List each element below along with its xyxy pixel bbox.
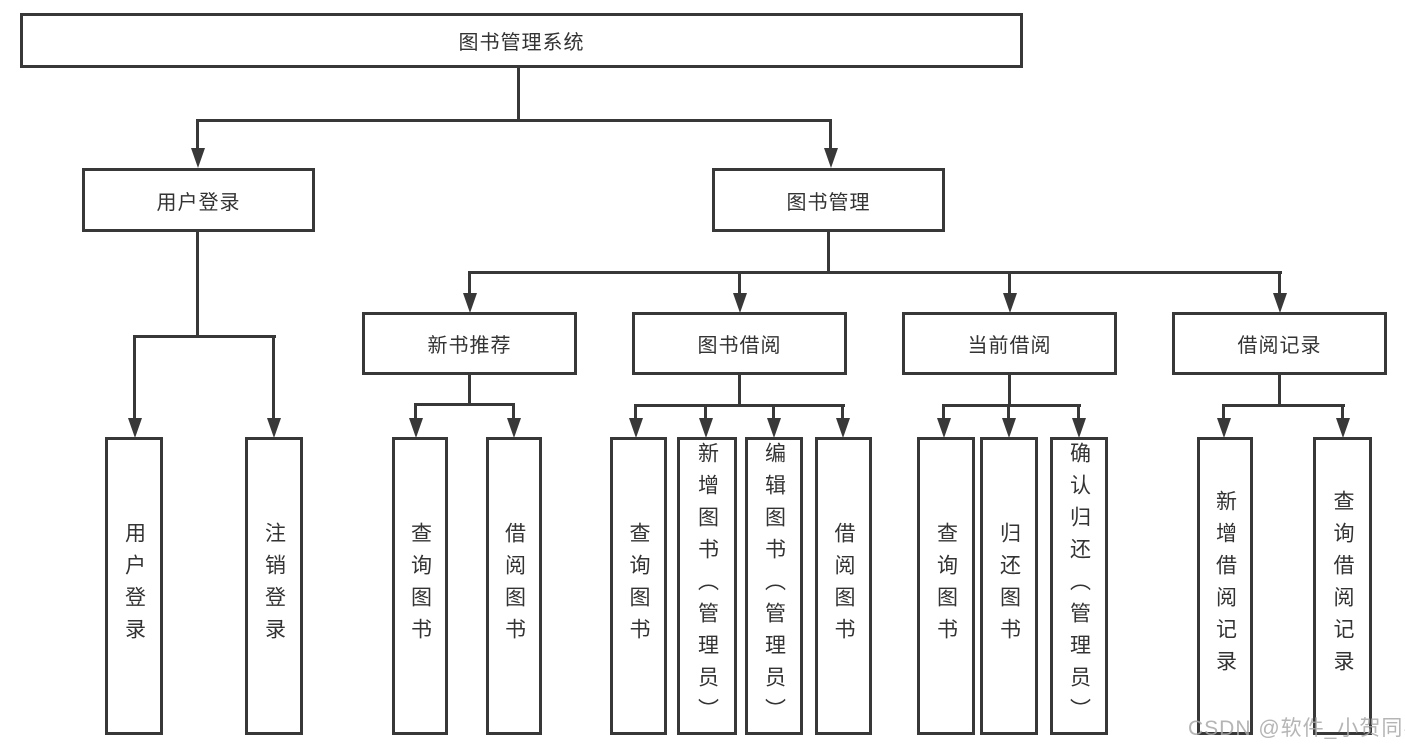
connector-leaf-login-drop [133, 335, 136, 421]
arrowhead-bw-leaf1 [629, 418, 643, 438]
arrowhead-leaf-logout [267, 418, 281, 438]
node-label: 图书管理 [786, 191, 871, 214]
arrowhead-bw-leaf4 [836, 418, 850, 438]
connector-root-stem [517, 68, 520, 121]
connector-login-stem [196, 232, 199, 338]
connector-records-drop [1278, 271, 1281, 296]
node-library-management-system: 图书管理系统 [20, 13, 1023, 68]
leaf-add-borrow-record: 新增借阅记录 [1197, 437, 1253, 735]
connector-newbook-hbar [414, 403, 515, 406]
connector-records-stem [1278, 375, 1281, 406]
node-book-borrowing: 图书借阅 [632, 312, 847, 375]
leaf-borrow-books-recommend: 借阅图书 [486, 437, 542, 735]
leaf-label: 用户登录 [122, 522, 146, 650]
connector-bw-leaf3-drop [772, 404, 775, 421]
connector-book-mgmt-drop [829, 119, 832, 152]
node-label: 图书借阅 [697, 335, 782, 357]
connector-leaf-logout-drop [272, 335, 275, 421]
arrowhead-nb-leaf1 [409, 418, 423, 438]
node-label: 借阅记录 [1237, 335, 1322, 357]
node-borrowing-records: 借阅记录 [1172, 312, 1387, 375]
node-label: 当前借阅 [967, 335, 1052, 357]
node-user-login: 用户登录 [82, 168, 315, 232]
leaf-label: 查询借阅记录 [1331, 490, 1354, 682]
leaf-label: 查询图书 [408, 522, 432, 650]
leaf-label: 新增图书（管理员） [695, 442, 719, 730]
connector-cu-leaf2-drop [1007, 404, 1010, 421]
connector-bw-leaf2-drop [704, 404, 707, 421]
connector-newbook-drop [468, 271, 471, 296]
connector-root-hbar [196, 119, 832, 122]
connector-cu-leaf1-drop [942, 404, 945, 421]
arrowhead-user-login [191, 148, 205, 168]
leaf-label: 借阅图书 [832, 522, 855, 650]
connector-bw-leaf1-drop [634, 404, 637, 421]
connector-borrowing-hbar [634, 404, 845, 407]
watermark-text: CSDN @软件_小贺同学 [1188, 717, 1405, 740]
arrowhead-cu-leaf2 [1002, 418, 1016, 438]
node-label: 新书推荐 [427, 335, 512, 357]
connector-current-drop [1008, 271, 1011, 296]
leaf-add-book-admin: 新增图书（管理员） [677, 437, 737, 735]
leaf-label: 编辑图书（管理员） [762, 442, 786, 730]
leaf-borrow-books-borrowing: 借阅图书 [815, 437, 872, 735]
connector-bw-leaf4-drop [841, 404, 844, 421]
leaf-label: 归还图书 [997, 522, 1021, 650]
arrowhead-bw-leaf2 [699, 418, 713, 438]
leaf-label: 查询图书 [934, 522, 958, 650]
connector-login-hbar [133, 335, 276, 338]
arrowhead-book-mgmt [824, 148, 838, 168]
connector-mgmt-stem [827, 232, 830, 274]
leaf-edit-book-admin: 编辑图书（管理员） [745, 437, 803, 735]
arrowhead-current [1003, 293, 1017, 313]
leaf-label: 借阅图书 [502, 522, 526, 650]
leaf-label: 注销登录 [262, 522, 286, 650]
arrowhead-borrowing [733, 293, 747, 313]
connector-cu-leaf3-drop [1077, 404, 1080, 421]
connector-nb-leaf2-drop [512, 403, 515, 421]
node-label: 图书管理系统 [458, 32, 585, 54]
arrowhead-nb-leaf2 [507, 418, 521, 438]
arrowhead-records [1273, 293, 1287, 313]
arrowhead-rc-leaf2 [1336, 418, 1350, 438]
node-label: 用户登录 [156, 191, 241, 214]
arrowhead-bw-leaf3 [767, 418, 781, 438]
arrowhead-cu-leaf1 [937, 418, 951, 438]
connector-current-hbar [942, 404, 1081, 407]
node-current-borrowing: 当前借阅 [902, 312, 1117, 375]
leaf-query-books-borrowing: 查询图书 [610, 437, 667, 735]
connector-nb-leaf1-drop [414, 403, 417, 421]
arrowhead-cu-leaf3 [1072, 418, 1086, 438]
arrowhead-rc-leaf1 [1217, 418, 1231, 438]
connector-rc-leaf2-drop [1341, 404, 1344, 421]
leaf-return-book: 归还图书 [980, 437, 1038, 735]
connector-mgmt-hbar [468, 271, 1282, 274]
leaf-query-books-recommend: 查询图书 [392, 437, 448, 735]
leaf-query-borrow-record: 查询借阅记录 [1313, 437, 1372, 735]
node-new-book-recommendation: 新书推荐 [362, 312, 577, 375]
leaf-label: 查询图书 [627, 522, 650, 650]
leaf-label: 确认归还（管理员） [1067, 442, 1091, 730]
node-book-management: 图书管理 [712, 168, 945, 232]
leaf-user-login: 用户登录 [105, 437, 163, 735]
connector-borrowing-stem [738, 375, 741, 406]
leaf-query-books-current: 查询图书 [917, 437, 975, 735]
connector-newbook-stem [468, 375, 471, 406]
connector-records-hbar [1222, 404, 1345, 407]
connector-user-login-drop [196, 119, 199, 152]
leaf-confirm-return-admin: 确认归还（管理员） [1050, 437, 1108, 735]
arrowhead-leaf-login [128, 418, 142, 438]
leaf-label: 新增借阅记录 [1213, 490, 1237, 682]
connector-rc-leaf1-drop [1222, 404, 1225, 421]
connector-borrowing-drop [738, 271, 741, 296]
leaf-logout: 注销登录 [245, 437, 303, 735]
connector-current-stem [1008, 375, 1011, 406]
arrowhead-newbook [463, 293, 477, 313]
